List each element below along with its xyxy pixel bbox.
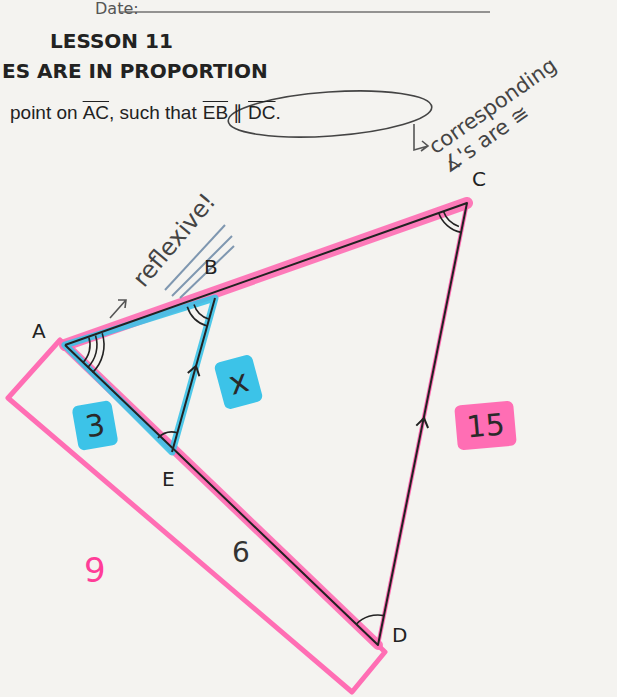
vertex-label: D — [392, 624, 407, 646]
vertex-label: C — [472, 168, 486, 190]
length-label: 6 — [232, 536, 250, 569]
lesson-title: LESSON 11 — [50, 29, 173, 53]
highlight-abe — [65, 298, 215, 452]
length-label: 15 — [464, 406, 505, 444]
problem-line: point onAC, such that EB∥DC. — [5, 101, 281, 124]
length-label: 9 — [84, 552, 106, 589]
parallel-mark — [188, 366, 200, 376]
highlight-patch: 15 — [454, 400, 517, 450]
problem-text: . — [276, 102, 281, 124]
date-line — [120, 11, 490, 12]
parallel-mark — [416, 418, 428, 428]
segment-bracket — [8, 340, 385, 692]
vertex-label: B — [204, 256, 218, 278]
highlight-patch: x — [213, 354, 263, 410]
section-heading: ES ARE IN PROPORTION — [2, 60, 268, 82]
circled-condition — [227, 85, 434, 143]
vertex-label: A — [32, 319, 46, 343]
segment-name: DC — [248, 102, 275, 124]
vertex-label: B — [204, 255, 218, 279]
handwritten-note: corresponding ∡'s are ≅ — [424, 53, 561, 178]
handwritten-note: corresponding ∡'s are ≅ — [425, 42, 591, 177]
problem-text: point on — [10, 102, 78, 124]
vertex-label: C — [472, 167, 486, 191]
vertex-label: E — [162, 467, 175, 491]
problem-text: , such that — [109, 102, 197, 124]
length-label: x — [224, 361, 252, 403]
vertex-label: D — [392, 623, 407, 647]
lesson-title: LESSON 11 — [50, 30, 173, 52]
note-arrow — [110, 300, 126, 318]
segment-name: AC — [83, 102, 109, 124]
date-field: Date: — [95, 0, 139, 18]
section-heading: ES ARE IN PROPORTION — [2, 59, 268, 83]
highlight-patch: 3 — [71, 399, 118, 450]
length-label: 3 — [83, 406, 108, 444]
segment-name: EB — [203, 102, 228, 124]
length-label: 9 — [84, 550, 106, 590]
triangle-acd — [65, 203, 467, 645]
parallel-symbol: ∥ — [233, 101, 243, 124]
vertex-label: A — [32, 320, 46, 342]
length-label: 6 — [232, 538, 250, 569]
segment-eb — [172, 298, 215, 452]
date-field: Date: — [95, 0, 139, 18]
vertex-label: E — [162, 468, 175, 490]
